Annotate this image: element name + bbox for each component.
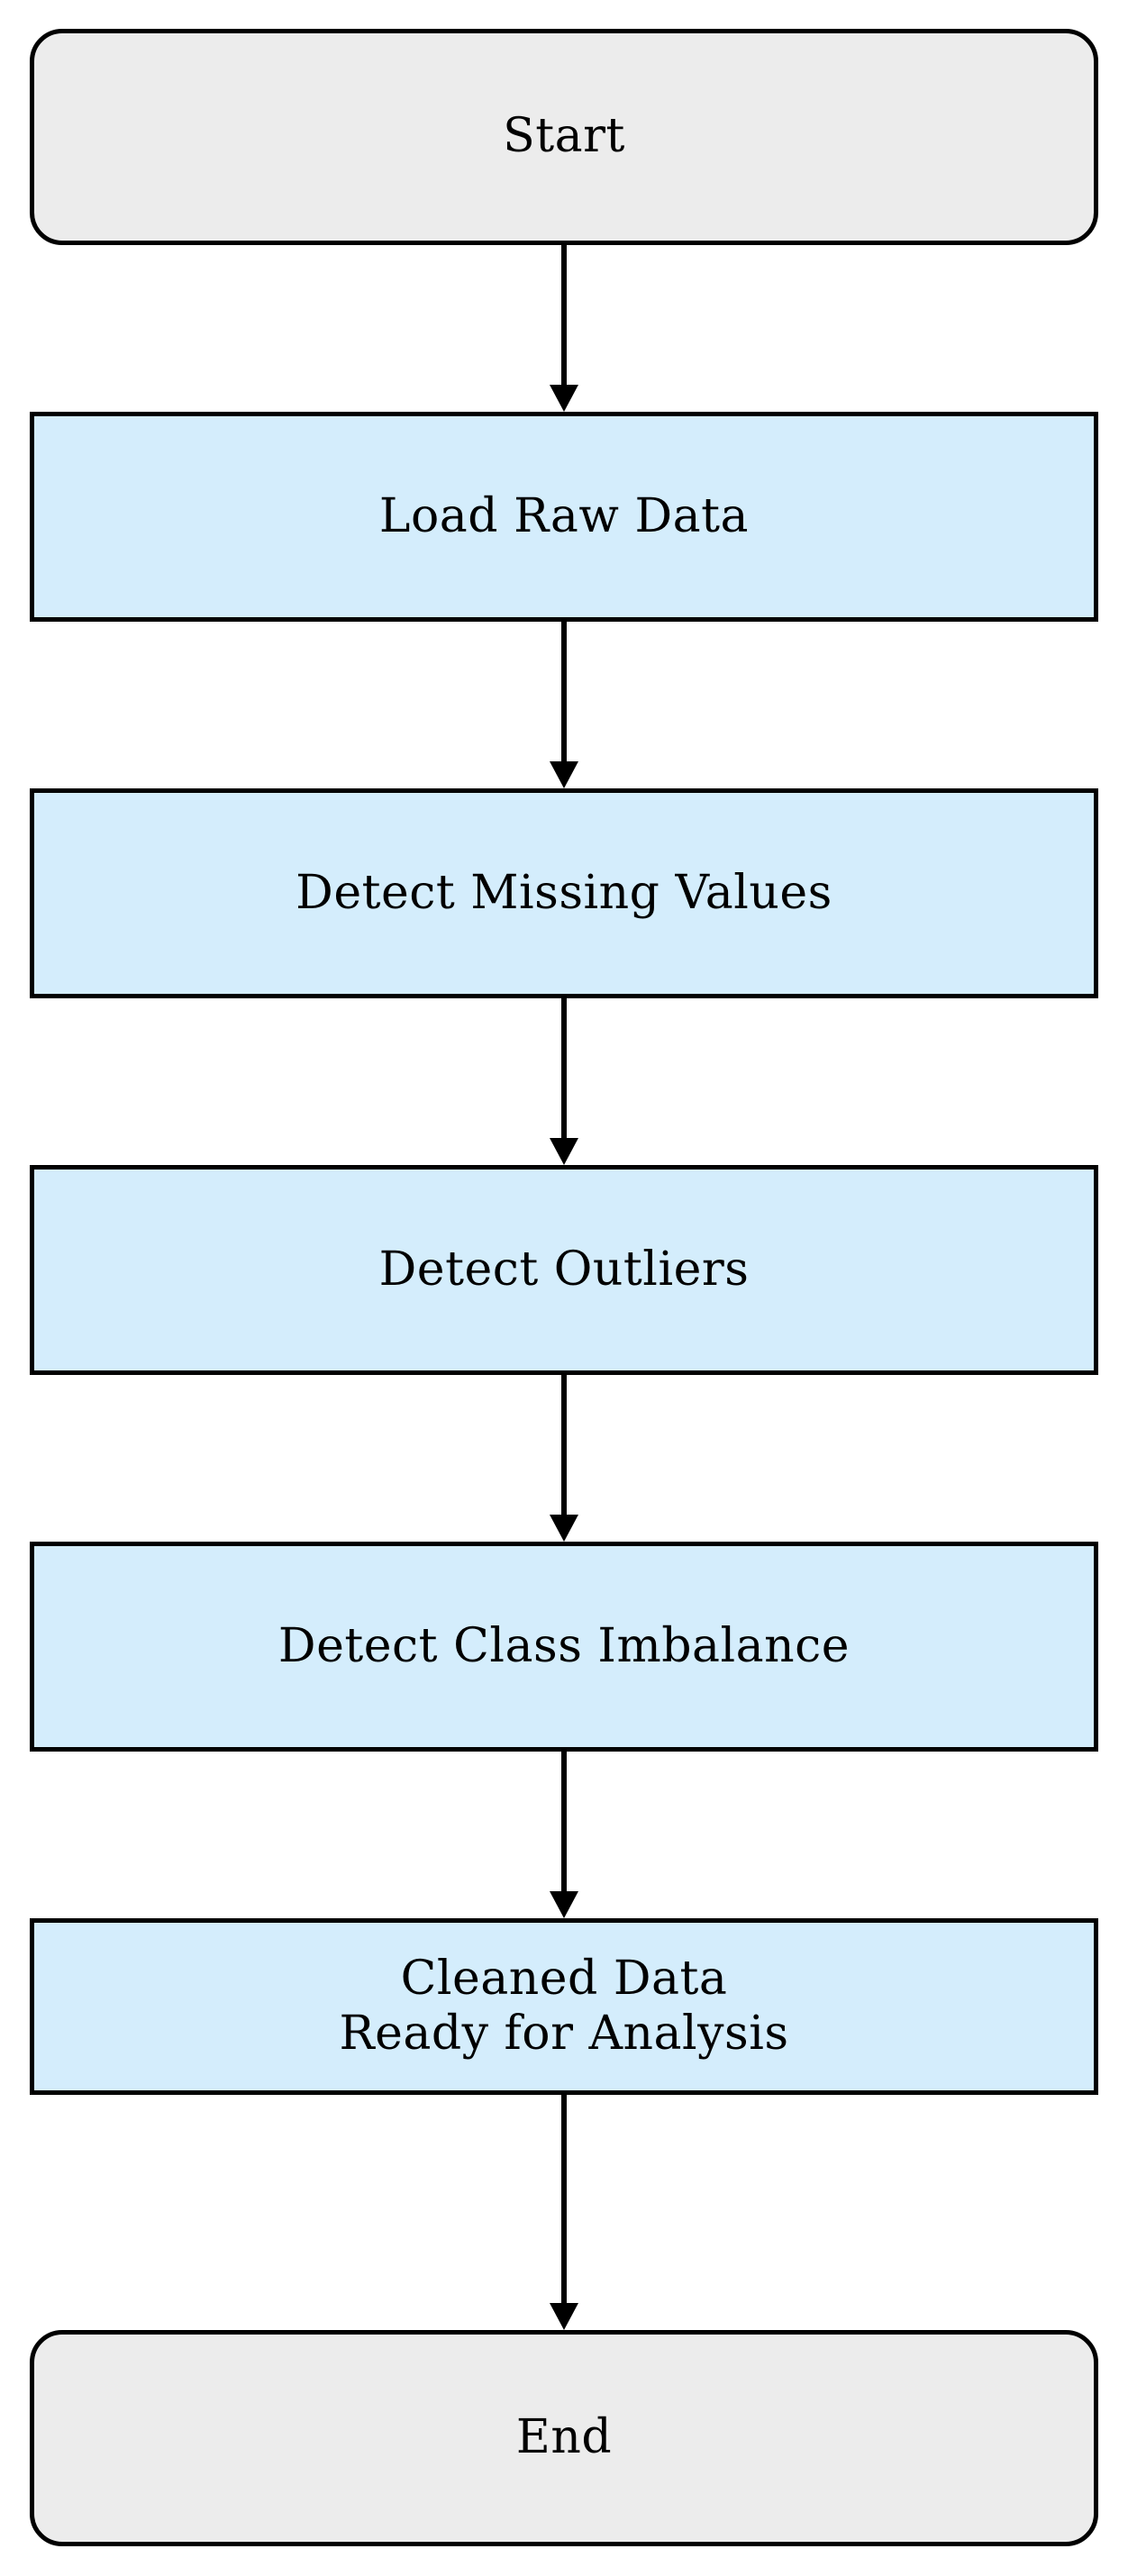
arrowhead-icon [550,385,578,412]
arrowhead-icon [550,1138,578,1165]
edge-shaft [561,1752,567,1891]
edge-shaft [561,2095,567,2303]
node-start[interactable]: Start [30,29,1098,245]
arrowhead-icon [550,761,578,788]
node-detect-missing-values[interactable]: Detect Missing Values [30,788,1098,998]
node-start-label: Start [503,109,625,164]
edge-shaft [561,622,567,761]
edge-shaft [561,245,567,385]
node-end[interactable]: End [30,2330,1098,2546]
node-detect-missing-values-label: Detect Missing Values [296,865,832,920]
arrowhead-icon [550,2303,578,2330]
arrowhead-icon [550,1515,578,1542]
node-detect-outliers[interactable]: Detect Outliers [30,1165,1098,1375]
node-detect-outliers-label: Detect Outliers [378,1242,750,1297]
edge-shaft [561,1375,567,1515]
node-load-raw-data[interactable]: Load Raw Data [30,412,1098,622]
edge-shaft [561,998,567,1138]
node-detect-class-imbalance-label: Detect Class Imbalance [277,1618,851,1673]
node-detect-class-imbalance[interactable]: Detect Class Imbalance [30,1542,1098,1752]
node-cleaned-data-ready-label: Cleaned Data Ready for Analysis [339,1951,789,2061]
node-cleaned-data-ready[interactable]: Cleaned Data Ready for Analysis [30,1918,1098,2095]
node-load-raw-data-label: Load Raw Data [378,488,750,543]
node-end-label: End [515,2410,613,2465]
arrowhead-icon [550,1891,578,1918]
